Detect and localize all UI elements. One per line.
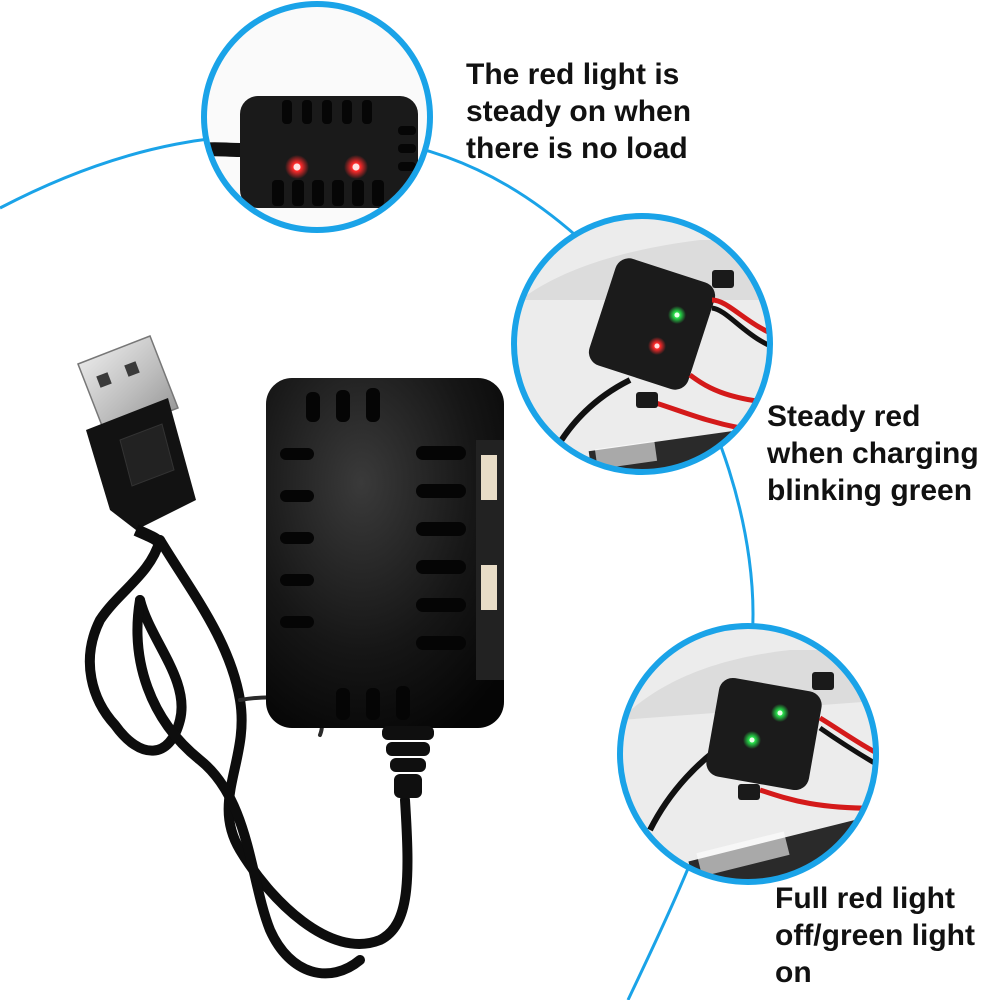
charger-icon	[266, 378, 504, 798]
usb-plug-icon	[77, 335, 196, 547]
inset-charging	[511, 213, 773, 475]
inset-no-load	[201, 1, 433, 233]
caption-no-load: The red light is steady on when there is…	[466, 58, 692, 165]
caption-charging: Steady red when charging blinking green	[767, 400, 979, 507]
inset-full	[617, 623, 879, 885]
caption-full: Full red light off/green light on	[775, 882, 975, 989]
